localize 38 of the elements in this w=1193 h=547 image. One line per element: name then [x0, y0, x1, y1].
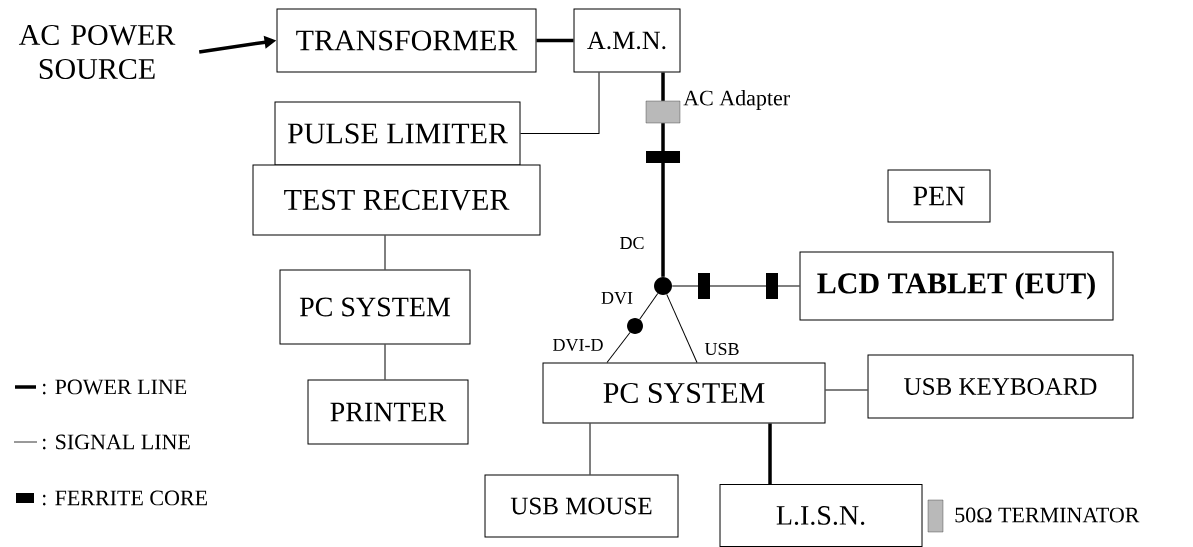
device-box: USB KEYBOARD	[867, 354, 1134, 419]
adapter-symbol	[645, 100, 681, 124]
component-label: AC Adapter	[683, 90, 790, 110]
process-box: PULSE LIMITER	[274, 101, 521, 166]
signal-line	[825, 389, 868, 391]
legend-text: : POWER LINE	[42, 379, 187, 395]
power-line	[661, 123, 665, 277]
device-box: PEN	[887, 169, 991, 223]
junction-dot	[627, 318, 643, 334]
power-line	[768, 423, 772, 484]
edge-label: USB	[703, 341, 741, 357]
edge-label: DVI	[600, 291, 634, 306]
legend-text: : SIGNAL LINE	[42, 434, 190, 450]
process-box: TRANSFORMER	[276, 8, 537, 73]
device-box: LCD TABLET (EUT)	[799, 251, 1114, 321]
power-line	[661, 72, 665, 101]
process-box: TEST RECEIVER	[252, 164, 541, 236]
terminator-symbol	[927, 499, 944, 533]
process-box: A.M.N.	[573, 8, 681, 73]
edge-label: DVI-D	[551, 338, 605, 353]
device-box: PC SYSTEM	[542, 362, 826, 424]
device-box: PC SYSTEM	[279, 269, 471, 345]
edge-label: DC	[618, 235, 646, 251]
power-line	[536, 38, 574, 43]
junction-dot	[654, 277, 672, 295]
device-box: PRINTER	[307, 379, 469, 445]
signal-line	[606, 332, 631, 363]
device-box: USB MOUSE	[484, 474, 679, 538]
signal-line	[639, 293, 659, 320]
signal-line	[589, 423, 591, 475]
device-box: L.I.S.N.	[719, 484, 923, 547]
legend-text: : FERRITE CORE	[42, 490, 207, 506]
signal-line	[384, 235, 386, 270]
component-label: 50Ω TERMINATOR	[955, 507, 1140, 523]
source-label: AC POWER SOURCE	[18, 24, 176, 80]
signal-line	[520, 72, 600, 134]
signal-line	[384, 344, 386, 380]
signal-line	[666, 293, 698, 363]
